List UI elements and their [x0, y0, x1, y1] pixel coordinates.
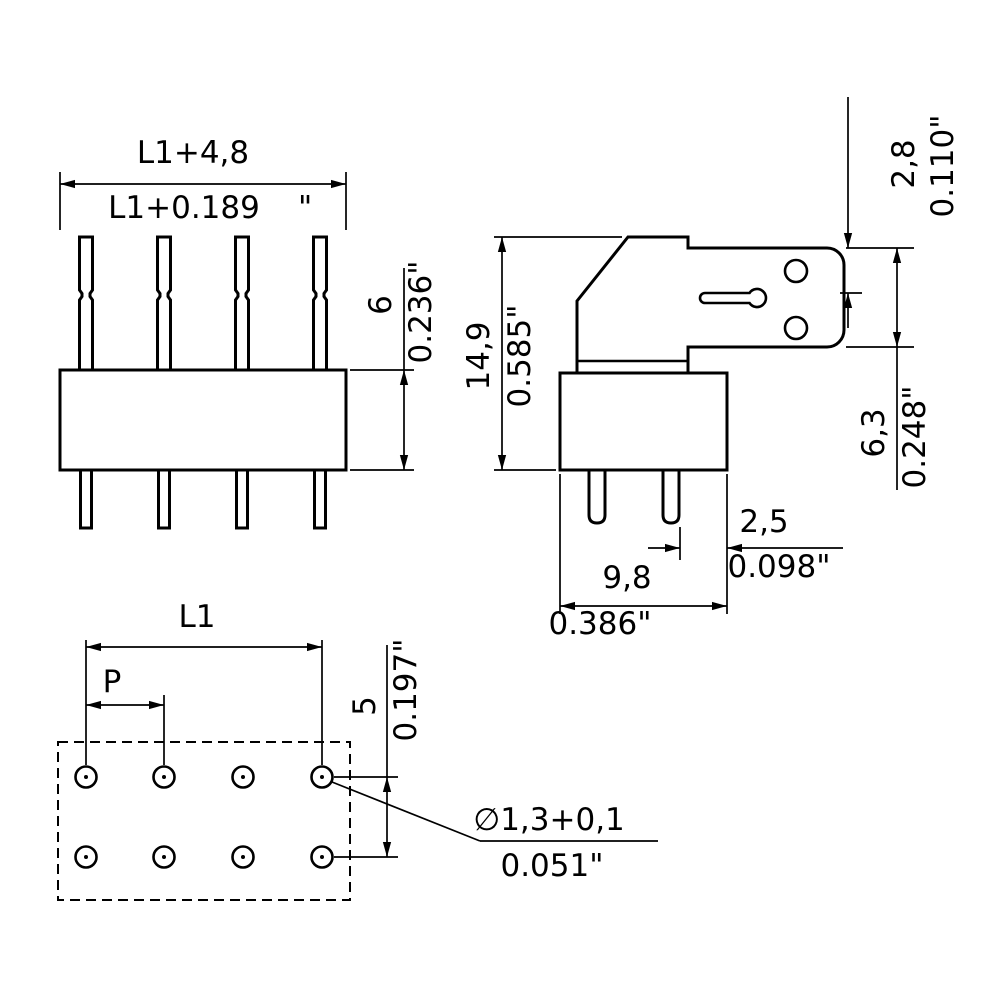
hole-center	[84, 775, 88, 779]
footprint-view	[57, 741, 351, 901]
top-pin	[312, 235, 328, 372]
dim-pin-to-edge-mm: 2,5	[739, 504, 788, 540]
connector-body	[58, 368, 348, 472]
solder-pin	[661, 468, 681, 525]
front-view	[58, 235, 348, 530]
hole-center	[84, 855, 88, 859]
dim-pitch-label: P	[103, 664, 122, 700]
dim-body-depth-inch: 0.386"	[548, 606, 651, 642]
hole-diameter-inch: 0.051"	[500, 848, 603, 884]
dim-overall-width-inch-mark: "	[298, 190, 312, 226]
dim-footprint-length: L1	[85, 599, 323, 765]
drill-holes	[74, 765, 334, 869]
dim-overall-width-inch: L1+0.189	[108, 190, 260, 226]
hole-diameter-mm: ∅1,3+0,1	[473, 802, 625, 838]
dim-total-height-inch: 0.585"	[502, 304, 538, 407]
dim-row-spacing-mm: 5	[347, 696, 383, 716]
top-pin	[234, 235, 250, 372]
dim-total-height-mm: 14,9	[461, 321, 497, 390]
hole-center	[320, 855, 324, 859]
top-pin	[156, 235, 172, 372]
dim-tab-offset-mm: 2,8	[886, 139, 922, 188]
dim-overall-width: L1+4,8 L1+0.189 "	[59, 135, 347, 230]
dim-row-spacing: 5 0.197"	[334, 638, 424, 858]
dim-body-height: 6 0.236"	[350, 260, 439, 471]
dim-tab-offset-inch: 0.110"	[925, 114, 961, 217]
dim-pin-to-edge-inch: 0.098"	[727, 549, 830, 585]
dim-footprint-length-label: L1	[179, 599, 216, 635]
dim-pin-to-edge: 2,5 0.098"	[648, 474, 843, 614]
bottom-pin	[235, 468, 249, 530]
dim-overall-width-mm: L1+4,8	[137, 135, 249, 171]
hole-center	[320, 775, 324, 779]
top-pin	[78, 235, 94, 372]
dim-tab-height-inch: 0.248"	[897, 385, 933, 488]
hole-center	[241, 855, 245, 859]
solder-pin	[587, 468, 607, 525]
hole-center	[162, 775, 166, 779]
contact-slot	[698, 287, 768, 309]
footprint-outline	[57, 741, 351, 901]
leader-line	[331, 781, 481, 842]
dim-row-spacing-inch: 0.197"	[388, 638, 424, 741]
tab-hole-lower	[783, 315, 809, 341]
bottom-pin	[313, 468, 327, 530]
dim-body-depth: 9,8 0.386"	[548, 474, 728, 642]
side-view	[558, 235, 846, 525]
dim-total-height: 14,9 0.585"	[461, 236, 622, 471]
dim-tab-height: 6,3 0.248"	[846, 247, 933, 490]
terminal-bracket	[575, 235, 846, 375]
dim-body-height-mm: 6	[363, 295, 399, 315]
callout-hole-diameter: ∅1,3+0,1 0.051"	[331, 781, 658, 884]
dim-body-height-inch: 0.236"	[403, 260, 439, 363]
dim-pitch: P	[85, 664, 165, 765]
dim-body-depth-mm: 9,8	[602, 560, 651, 596]
bottom-pin	[157, 468, 171, 530]
hole-center	[162, 855, 166, 859]
bottom-pin	[79, 468, 93, 530]
hole-center	[241, 775, 245, 779]
dim-tab-offset: 2,8 0.110"	[840, 97, 961, 328]
dim-tab-height-mm: 6,3	[856, 408, 892, 457]
tab-hole-upper	[783, 258, 809, 284]
connector-body-side	[558, 371, 729, 472]
